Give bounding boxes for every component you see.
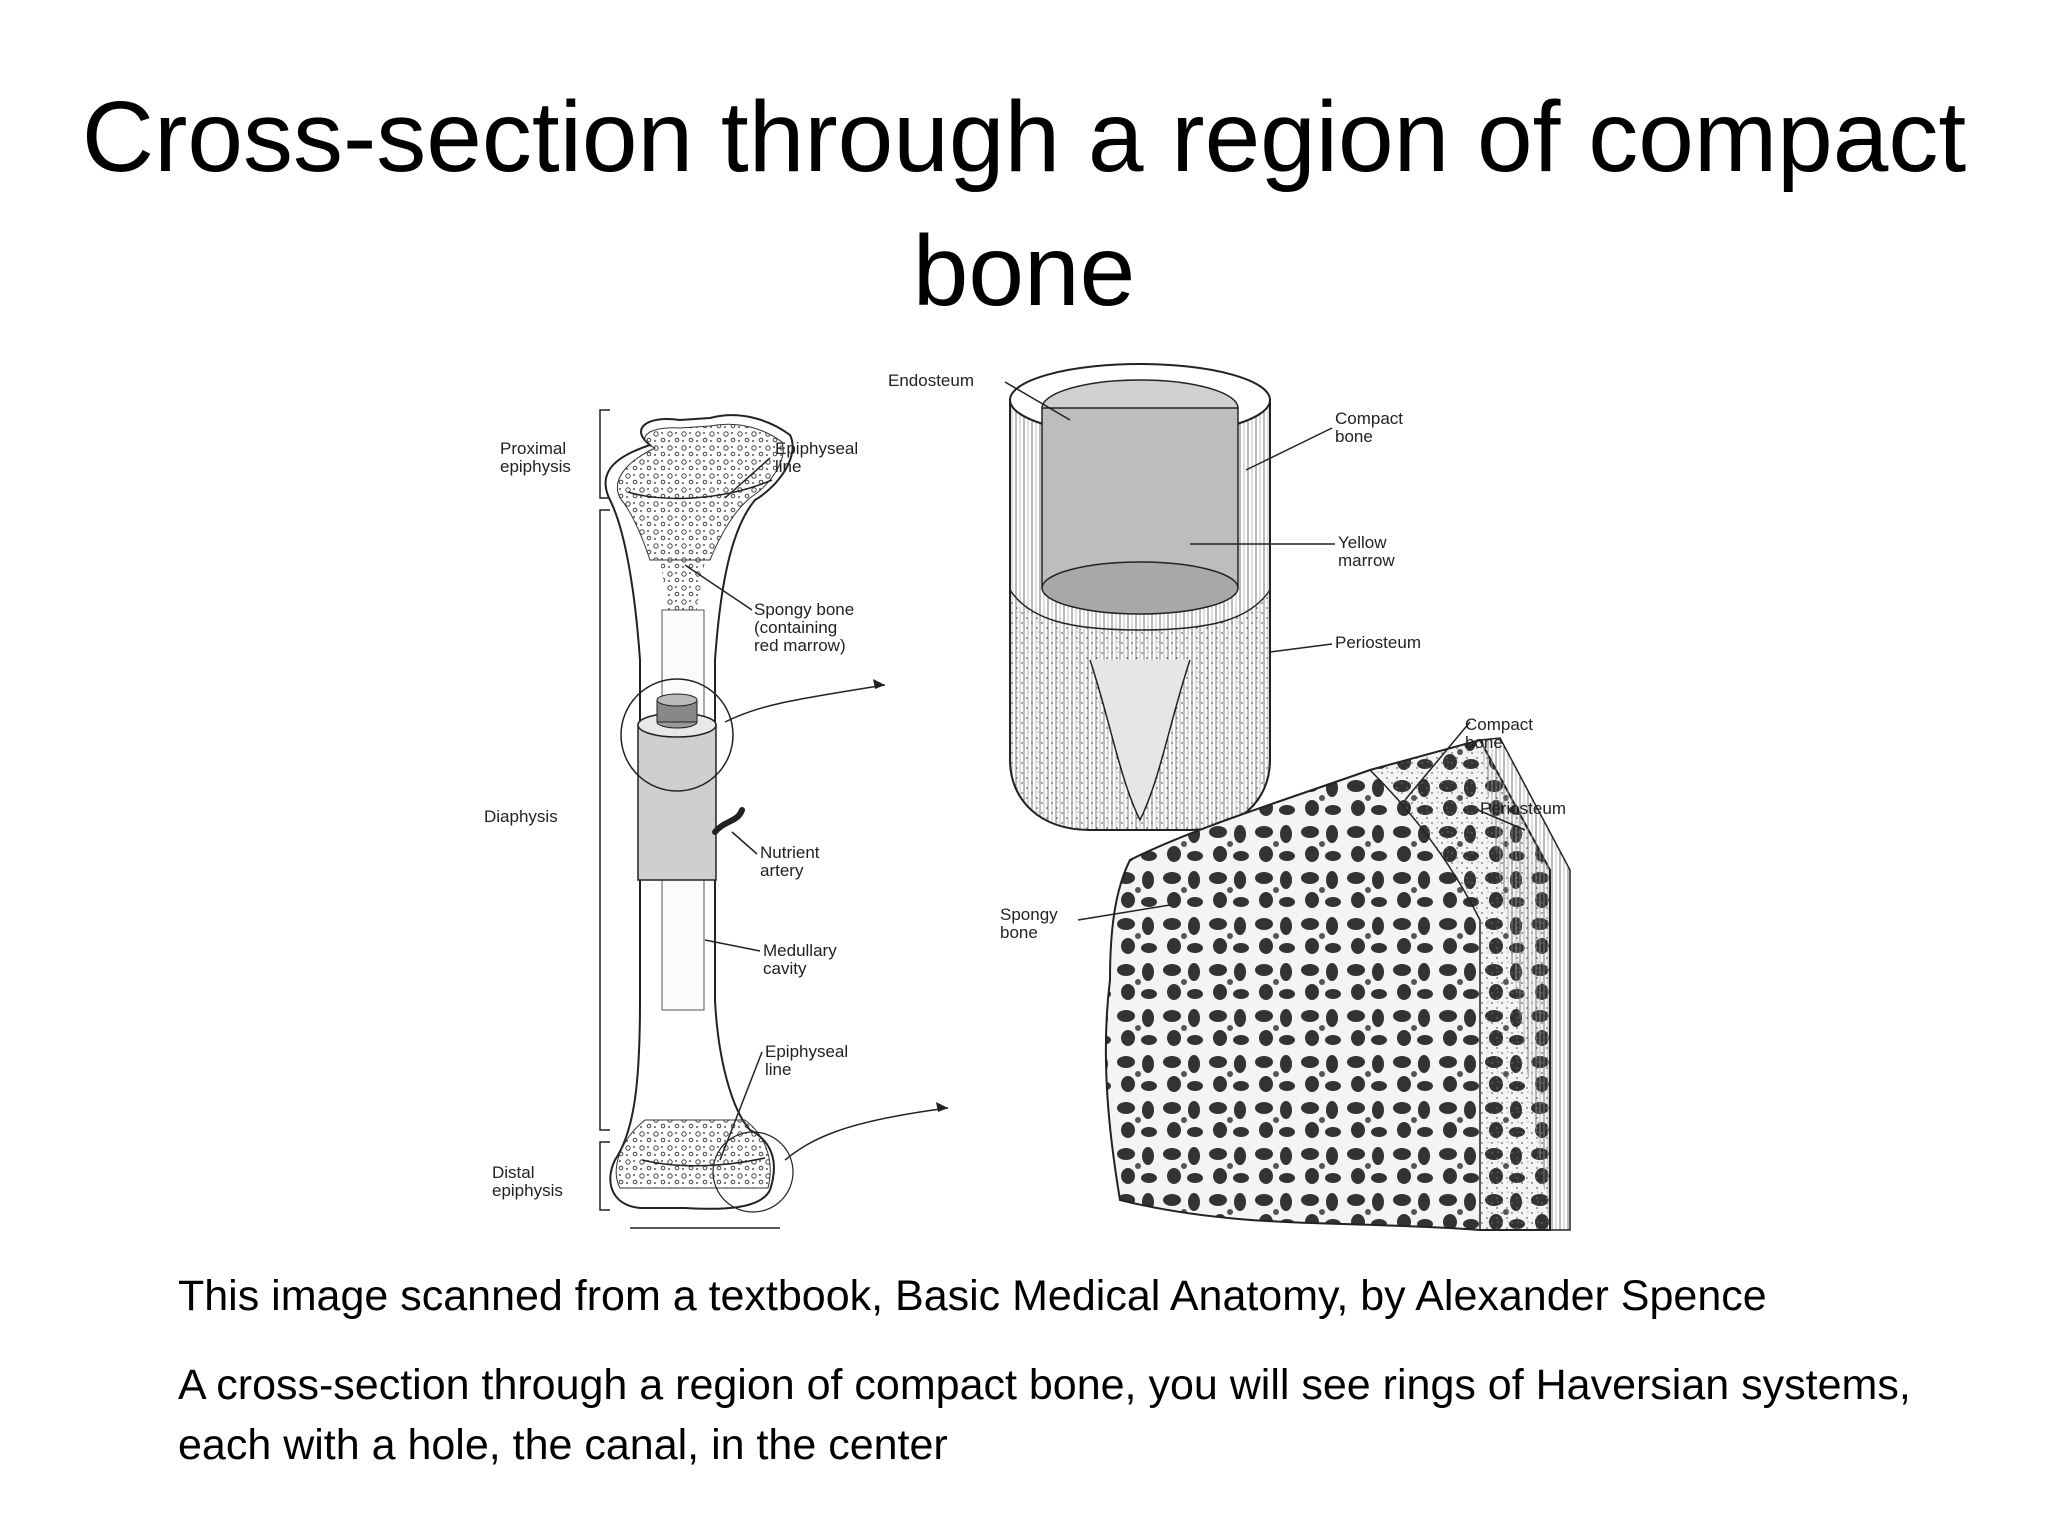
label-spongy-bone-red-marrow: Spongy bone (containing red marrow) [754, 600, 859, 655]
image-credit: This image scanned from a textbook, Basi… [178, 1272, 1767, 1320]
label-spongy-bone: Spongy bone [1000, 905, 1062, 942]
shaft-cutaway [1009, 363, 1271, 831]
label-periosteum-top: Periosteum [1335, 633, 1421, 652]
distal-bracket [599, 1141, 610, 1211]
label-epiphyseal-line-bottom: Epiphyseal line [765, 1042, 853, 1079]
arrow-to-cylinder [724, 684, 886, 723]
label-distal-epiphysis: Distal epiphysis [492, 1163, 563, 1200]
label-epiphyseal-line-top: Epiphyseal line [775, 439, 863, 476]
slide-title: Cross-section through a region of compac… [81, 81, 1967, 327]
label-medullary-cavity: Medullary cavity [763, 941, 841, 978]
caption-text: A cross-section through a region of comp… [178, 1361, 1911, 1469]
spongy-compact-block [1104, 737, 1571, 1231]
bone-diagram: Proximal epiphysis Diaphysis Distal epip… [470, 360, 1610, 1240]
diaphysis-bracket [599, 509, 610, 1131]
label-proximal-epiphysis: Proximal epiphysis [500, 439, 571, 476]
bone-diagram-svg: Proximal epiphysis Diaphysis Distal epip… [484, 363, 1571, 1231]
long-bone [604, 414, 794, 1229]
label-nutrient-artery: Nutrient artery [760, 843, 824, 880]
region-brackets [599, 409, 610, 1211]
label-periosteum-bottom: Periosteum [1480, 799, 1566, 818]
sectioned-shaft [620, 678, 734, 881]
label-compact-bone-top: Compact bone [1335, 409, 1408, 446]
label-diaphysis: Diaphysis [484, 807, 558, 826]
proximal-bracket [599, 409, 610, 499]
nutrient-artery-mark [712, 807, 745, 835]
label-compact-bone-bottom: Compact bone [1465, 715, 1538, 752]
epiphyseal-line-top-mark [627, 479, 773, 500]
label-endosteum: Endosteum [888, 371, 974, 390]
arrow-to-spongy-block [784, 1107, 949, 1161]
label-yellow-marrow: Yellow marrow [1338, 533, 1395, 570]
